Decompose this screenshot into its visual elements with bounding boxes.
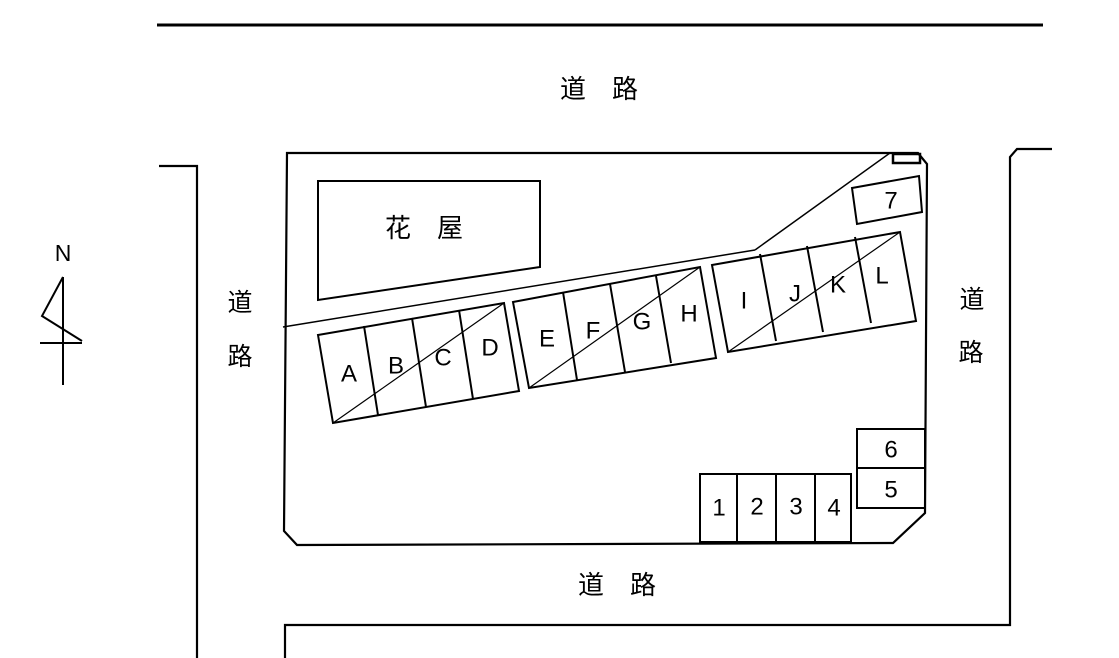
road-label-right-2: 路	[958, 339, 983, 367]
space-label-4: 4	[827, 495, 840, 522]
flower-shop-label: 花 屋	[385, 213, 463, 243]
diagonal-EH	[528, 266, 701, 389]
north-arrow-icon: N	[40, 240, 83, 385]
space-label-d: D	[481, 335, 498, 362]
corner-diagonal-line	[754, 152, 891, 251]
space-block-IL	[710, 230, 918, 354]
road-edge-left	[159, 164, 199, 658]
road-edge-right-bottom	[283, 147, 1052, 658]
space-label-g: G	[633, 309, 652, 336]
space-dividers-EH	[562, 275, 672, 381]
space-label-e: E	[539, 326, 555, 353]
parcel-outline	[282, 151, 929, 547]
space-label-6: 6	[884, 437, 897, 464]
space-label-k: K	[830, 272, 846, 299]
road-label-right-1: 道	[959, 286, 984, 314]
road-label-top: 道 路	[560, 74, 638, 104]
space-label-j: J	[789, 281, 801, 308]
space-label-i: I	[741, 288, 748, 315]
space-label-b: B	[388, 353, 404, 380]
space-label-1: 1	[712, 495, 725, 522]
diagonal-AD	[332, 302, 505, 424]
space-block-AD	[316, 301, 521, 425]
flower-shop-building	[317, 180, 541, 302]
space-label-2: 2	[750, 494, 763, 521]
space-block-EH	[511, 265, 718, 390]
north-arrow-flag	[40, 276, 83, 342]
space-label-c: C	[434, 345, 451, 372]
space-block-5-6	[856, 428, 926, 509]
space-label-7: 7	[884, 188, 897, 215]
space-label-3: 3	[789, 494, 802, 521]
space-label-5: 5	[884, 477, 897, 504]
space-7	[850, 174, 924, 226]
space-label-a: A	[341, 361, 357, 388]
road-label-left-2: 路	[227, 343, 252, 371]
aisle-boundary-line	[282, 249, 756, 328]
space-label-l: L	[875, 263, 888, 290]
space-block-1-4	[699, 473, 852, 543]
space-dividers-IL	[759, 236, 872, 342]
road-label-left-1: 道	[227, 289, 252, 317]
space-dividers-1-4	[736, 474, 816, 542]
space-label-f: F	[586, 318, 601, 345]
north-label: N	[55, 240, 72, 266]
space-label-h: H	[680, 301, 697, 328]
diagonal-IL	[727, 231, 901, 353]
gate-marker	[891, 152, 922, 165]
road-label-bottom: 道 路	[578, 570, 656, 600]
